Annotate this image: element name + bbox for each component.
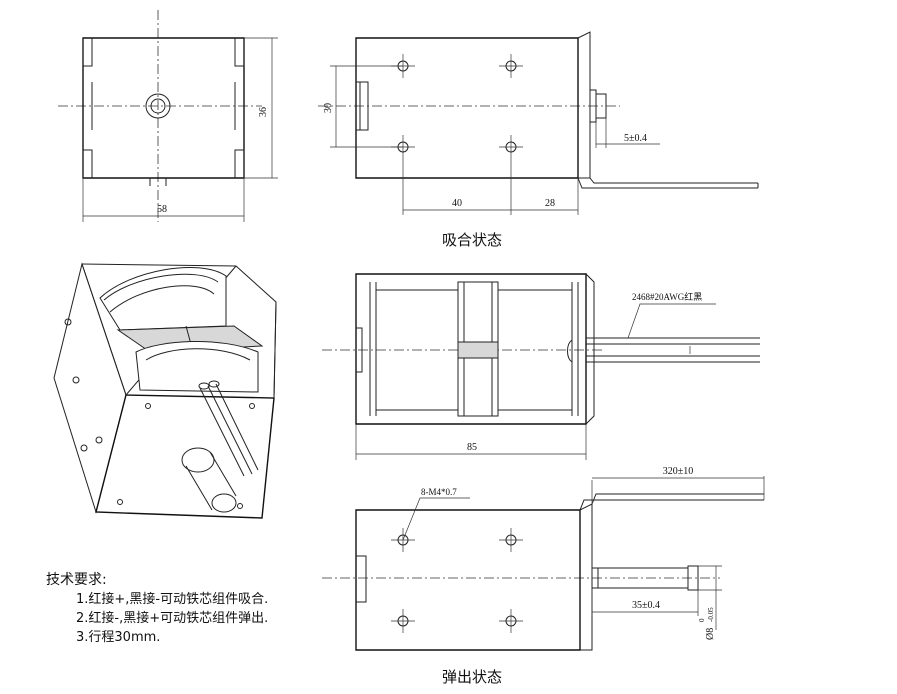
body-length-dim: 85 bbox=[467, 442, 477, 453]
open-state-caption: 弹出状态 bbox=[442, 668, 502, 686]
section-view: 2468#20AWG红黑 85 bbox=[322, 273, 760, 460]
side-view-open: 8-M4*0.7 320±10 35±0.4 Ø8 0 -0.05 弹出状态 bbox=[322, 466, 765, 686]
closed-state-caption: 吸合状态 bbox=[442, 231, 502, 249]
front-view: 36 58 bbox=[58, 10, 278, 222]
front-width-dim: 58 bbox=[157, 204, 167, 215]
screw-spec-label: 8-M4*0.7 bbox=[421, 487, 457, 497]
wire-spec-label: 2468#20AWG红黑 bbox=[632, 291, 702, 302]
technical-requirements: 技术要求: 1.红接+,黑接-可动铁芯组件吸合. 2.红接-,黑接+可动铁芯组件… bbox=[46, 571, 268, 647]
front-height-dim: 36 bbox=[258, 107, 269, 117]
side-end-offset-dim: 28 bbox=[545, 198, 555, 209]
shaft-diameter-tol-upper: 0 bbox=[698, 618, 706, 622]
side-mount-vertical-dim: 30 bbox=[323, 103, 334, 113]
side-mount-spacing-dim: 40 bbox=[452, 198, 462, 209]
screw-hole-open-bottom-left bbox=[391, 609, 415, 633]
screw-hole-open-bottom-right bbox=[499, 609, 523, 633]
note-item-1: 1.红接+,黑接-可动铁芯组件吸合. bbox=[76, 592, 269, 607]
notes-title: 技术要求: bbox=[46, 572, 107, 588]
plunger-closed-dim: 5±0.4 bbox=[624, 133, 647, 144]
note-item-3: 3.行程30mm. bbox=[76, 630, 161, 645]
isometric-view bbox=[53, 262, 277, 519]
shaft-diameter-tol-lower: -0.05 bbox=[707, 607, 715, 622]
screw-hole-open-top-right bbox=[499, 528, 523, 552]
plunger-open-dim: 35±0.4 bbox=[632, 600, 660, 611]
note-item-2: 2.红接-,黑接+可动铁芯组件弹出. bbox=[76, 611, 269, 626]
screw-hole-top-right bbox=[499, 54, 523, 78]
screw-hole-bottom-right bbox=[499, 135, 523, 215]
lead-length-dim: 320±10 bbox=[663, 466, 694, 477]
shaft-diameter-dim: Ø8 bbox=[705, 628, 716, 640]
side-view-closed: 30 40 28 5±0.4 吸合状态 bbox=[318, 31, 759, 249]
